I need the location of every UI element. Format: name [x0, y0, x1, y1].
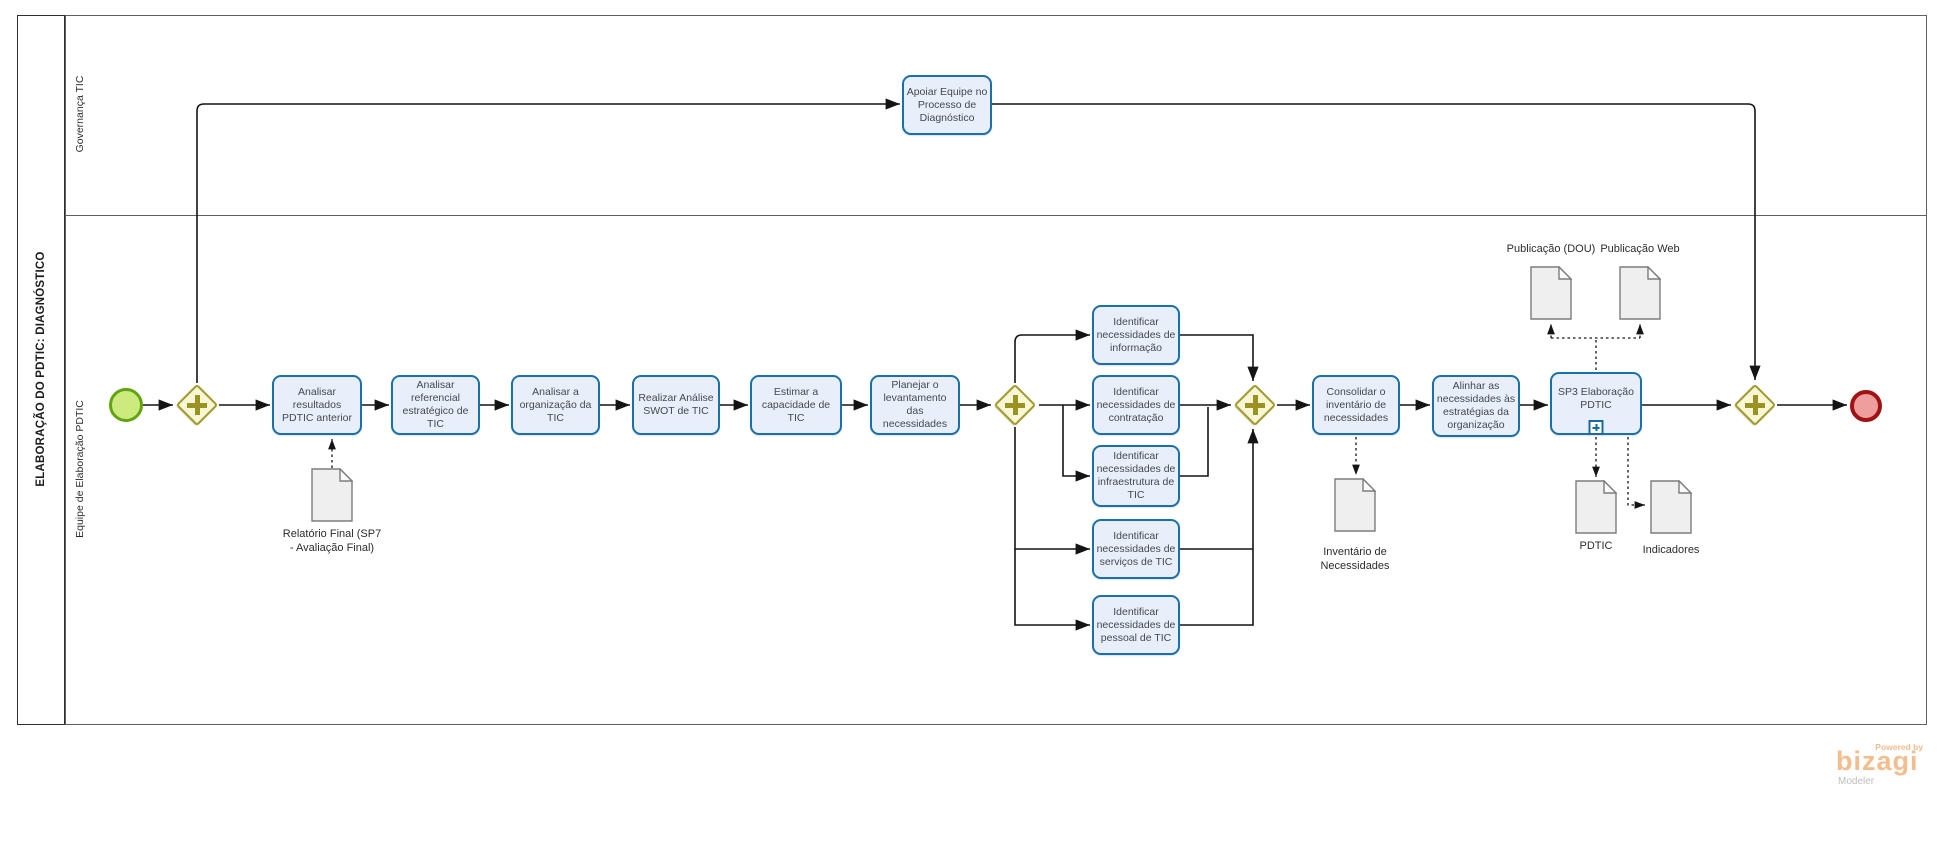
- task-label: Consolidar o inventário de necessidades: [1323, 385, 1389, 424]
- task-analisar-organizacao[interactable]: Analisar a organização da TIC: [511, 375, 600, 435]
- modeler-text: Modeler: [1838, 776, 1875, 787]
- flow-informacao-gateway3: [1180, 334, 1259, 381]
- task-planejar-levantamento[interactable]: Planejar o levantamento das necessidades: [870, 375, 960, 435]
- task-label: Analisar referencial estratégico de TIC: [402, 379, 469, 430]
- pool-title-band: [17, 15, 65, 725]
- document-icon: [1334, 477, 1377, 532]
- task-identificar-servicos[interactable]: Identificar necessidades de serviços de …: [1092, 519, 1180, 579]
- task-label: Estimar a capacidade de TIC: [761, 385, 831, 424]
- flow-gateway2-informacao: [1014, 329, 1090, 383]
- lane-divider: [65, 215, 1927, 216]
- document-label-publicacao-dou: Publicação (DOU): [1506, 243, 1596, 255]
- task-analisar-resultados-pdtic[interactable]: Analisar resultados PDTIC anterior: [272, 375, 362, 435]
- assoc-sp3-to-indicadores: [1627, 437, 1645, 509]
- start-event[interactable]: [109, 388, 143, 422]
- document-publicacao-web[interactable]: [1619, 265, 1662, 325]
- task-identificar-informacao[interactable]: Identificar necessidades de informação: [1092, 305, 1180, 365]
- document-label-relatorio-final: Relatório Final (SP7 - Avaliação Final): [282, 528, 382, 554]
- bizagi-brand-text: bizagi: [1836, 746, 1919, 776]
- document-publicacao-dou[interactable]: [1530, 265, 1573, 325]
- task-label: Planejar o levantamento das necessidades: [882, 379, 948, 430]
- task-label: Identificar necessidades de pessoal de T…: [1096, 605, 1176, 644]
- document-relatorio-final[interactable]: [311, 467, 354, 527]
- document-inventario-necessidades[interactable]: [1334, 477, 1377, 537]
- flow-gateway1-to-apoiar-equipe: [196, 98, 900, 383]
- task-label: SP3 Elaboração PDTIC: [1558, 386, 1634, 411]
- end-event[interactable]: [1850, 390, 1882, 422]
- document-icon: [1530, 265, 1573, 320]
- flow-gateway2-infraestrutura: [1062, 405, 1090, 482]
- flow-pessoal-gateway3: [1180, 429, 1259, 626]
- document-label-pdtic: PDTIC: [1579, 540, 1613, 552]
- subprocess-plus-icon[interactable]: [1588, 420, 1604, 435]
- task-estimar-capacidade[interactable]: Estimar a capacidade de TIC: [750, 375, 842, 435]
- task-identificar-pessoal[interactable]: Identificar necessidades de pessoal de T…: [1092, 595, 1180, 655]
- powered-by-text: Powered by: [1875, 742, 1923, 752]
- flow-gateway2-servicos: [1014, 427, 1090, 555]
- parallel-gateway-split-2[interactable]: [993, 383, 1037, 427]
- task-label: Identificar necessidades de contratação: [1096, 385, 1176, 424]
- document-label-publicacao-web: Publicação Web: [1600, 243, 1680, 255]
- flow-infraestrutura-merge: [1180, 407, 1209, 477]
- task-identificar-contratacao[interactable]: Identificar necessidades de contratação: [1092, 375, 1180, 435]
- task-analisar-referencial[interactable]: Analisar referencial estratégico de TIC: [391, 375, 480, 435]
- flow-apoiar-equipe-to-gateway4: [992, 103, 1761, 380]
- document-icon: [311, 467, 354, 522]
- subprocess-sp3-elaboracao-pdtic[interactable]: SP3 Elaboração PDTIC: [1550, 372, 1642, 435]
- task-label: Apoiar Equipe no Processo de Diagnóstico: [906, 85, 988, 124]
- document-icon: [1575, 479, 1618, 534]
- task-label: Analisar a organização da TIC: [519, 385, 592, 424]
- task-realizar-swot[interactable]: Realizar Análise SWOT de TIC: [632, 375, 720, 435]
- assoc-sp3-publicacoes-trunk: [1551, 337, 1640, 370]
- task-apoiar-equipe[interactable]: Apoiar Equipe no Processo de Diagnóstico: [902, 75, 992, 135]
- document-indicadores[interactable]: [1650, 479, 1693, 539]
- task-label: Identificar necessidades de serviços de …: [1096, 529, 1176, 568]
- document-pdtic[interactable]: [1575, 479, 1618, 539]
- parallel-gateway-join-2[interactable]: [1733, 383, 1777, 427]
- task-alinhar-necessidades[interactable]: Alinhar as necessidades às estratégias d…: [1432, 375, 1520, 437]
- task-label: Identificar necessidades de informação: [1096, 315, 1176, 354]
- parallel-gateway-join-1[interactable]: [1233, 383, 1277, 427]
- parallel-gateway-split-1[interactable]: [175, 383, 219, 427]
- task-label: Alinhar as necessidades às estratégias d…: [1436, 380, 1516, 431]
- task-consolidar-inventario[interactable]: Consolidar o inventário de necessidades: [1312, 375, 1400, 435]
- document-icon: [1650, 479, 1693, 534]
- bizagi-logo: Powered by bizagi Modeler: [1833, 740, 1933, 790]
- task-label: Identificar necessidades de infraestrutu…: [1096, 450, 1176, 501]
- task-identificar-infraestrutura[interactable]: Identificar necessidades de infraestrutu…: [1092, 445, 1180, 507]
- flow-gateway2-pessoal: [1014, 549, 1090, 631]
- pool-body: [65, 15, 1927, 725]
- document-label-inventario: Inventário de Necessidades: [1320, 546, 1390, 572]
- task-label: Realizar Análise SWOT de TIC: [638, 392, 714, 417]
- document-icon: [1619, 265, 1662, 320]
- document-label-indicadores: Indicadores: [1642, 544, 1700, 556]
- task-label: Analisar resultados PDTIC anterior: [281, 385, 353, 424]
